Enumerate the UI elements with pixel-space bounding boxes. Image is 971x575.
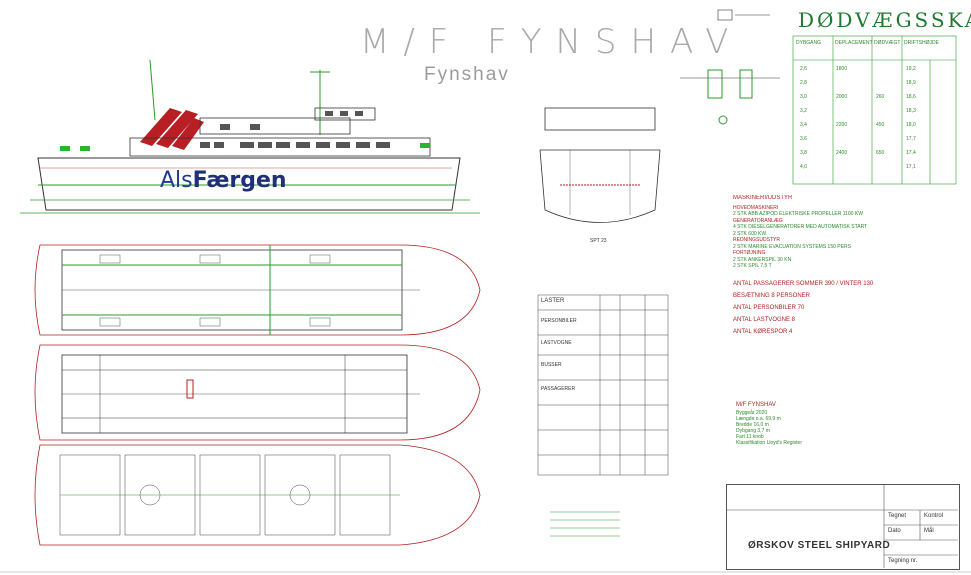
scale-col-displacement: DEPLACEMENT <box>835 40 873 46</box>
scale-table-title: DØDVÆGSSKALA <box>798 8 971 32</box>
scale-cell: 650 <box>876 150 885 156</box>
capacity-line: ANTAL PASSAGERER SOMMER 390 / VINTER 130 <box>733 280 874 287</box>
profile-view <box>20 59 480 214</box>
scale-rows: 2,6 1800 19,2 2,8 18,9 3,0 2000 260 18,6… <box>796 66 956 186</box>
scale-cell: 2000 <box>836 94 848 100</box>
deck-plan-car-deck <box>34 344 481 441</box>
brand-prefix: Als <box>160 168 193 193</box>
notes-line: 2 STK 600 KW <box>733 230 767 237</box>
scale-cell: 260 <box>876 94 885 100</box>
scale-cell: 19,2 <box>906 66 916 72</box>
notes-line: HOVEDMASKINERI <box>733 204 779 211</box>
scale-col-deadweight: DØDVÆGT <box>874 40 901 46</box>
scale-cell: 2,6 <box>800 66 807 72</box>
spec-line: Fart 11 knob <box>736 434 764 440</box>
spec-line: Dybgang 3,7 m <box>736 428 770 434</box>
title-block-field: Dato <box>888 528 901 534</box>
notes-line: 4 STK DIESELGENERATORER MED AUTOMATISK S… <box>733 224 868 230</box>
scale-cell: 4,0 <box>800 164 807 170</box>
scale-cell: 18,3 <box>906 108 916 114</box>
scale-cell: 450 <box>876 122 885 128</box>
notes-line: GENERATORANLÆG <box>733 217 783 224</box>
scale-cell: 3,6 <box>800 136 807 142</box>
notes-line: 2 STK SPIL 7,5 T <box>733 263 772 269</box>
capacity-line: ANTAL KØRESPOR 4 <box>733 328 793 335</box>
notes-line: 2 STK ANKERSPIL 30 KN <box>733 256 792 263</box>
notes-line: 2 STK MARINE EVACUATION SYSTEMS 150 PERS <box>733 243 851 250</box>
load-table-row: PERSONBILER <box>541 318 577 324</box>
notes-line: REDNINGSUDSTYR <box>733 237 780 243</box>
scale-cell: 17,7 <box>906 136 916 142</box>
scale-cell: 17,4 <box>906 150 916 156</box>
notes-heading: MASKINERI/UDSTYR <box>733 195 793 201</box>
capacity-line: BESÆTNING 8 PERSONER <box>733 292 811 299</box>
capacity-line: ANTAL PERSONBILER 70 <box>733 304 805 311</box>
deck-plan-lower <box>34 444 481 546</box>
scale-cell: 17,1 <box>906 164 916 170</box>
brand-name: Færgen <box>192 168 287 193</box>
scale-cell: 3,8 <box>800 150 807 156</box>
spec-line: Bredde 16,0 m <box>736 422 769 428</box>
scale-cell: 18,0 <box>906 122 916 128</box>
midship-section <box>539 107 661 223</box>
deadweight-scale-grid <box>792 35 957 185</box>
load-table-row: BUSSER <box>541 362 562 368</box>
title-block-field: Tegning nr. <box>888 558 918 564</box>
ship-brand-logo: AlsFærgen <box>160 168 287 193</box>
detail-sketch <box>680 9 780 125</box>
scale-cell: 2200 <box>836 122 848 128</box>
scale-cell: 3,2 <box>800 108 807 114</box>
scale-cell: 3,0 <box>800 94 807 100</box>
ship-specification: M/F FYNSHAV Byggeår 2020 Længde o.a. 69,… <box>736 402 916 446</box>
title-block-field: Kontrol <box>924 513 944 519</box>
load-table-grid <box>537 294 669 476</box>
machinery-notes: MASKINERI/UDSTYR HOVEDMASKINERI 2 STK AB… <box>733 195 953 338</box>
scale-cell: 18,9 <box>906 80 916 86</box>
title-block-field: Mål <box>924 528 934 534</box>
scale-cell: 1800 <box>836 66 848 72</box>
load-table-row: PASSAGERER <box>541 386 576 392</box>
load-table-heading: LASTER <box>541 298 565 304</box>
load-table-row: LASTVOGNE <box>541 340 572 346</box>
title-block-grid <box>726 484 958 568</box>
spec-line: Længde o.a. 69,9 m <box>736 416 781 422</box>
spec-line: Byggeår 2020 <box>736 410 768 416</box>
shipyard-name: ØRSKOV STEEL SHIPYARD <box>748 540 891 551</box>
title-block <box>726 484 960 570</box>
scale-cell: 2,8 <box>800 80 807 86</box>
deck-plan-upper <box>34 244 481 336</box>
notes-line: 2 STK ABB AZIPOD ELEKTRISKE PROPELLER 11… <box>733 211 863 217</box>
scale-col-freeboard: DRIFTSHØJDE <box>904 40 939 46</box>
scale-cell: 2400 <box>836 150 848 156</box>
drawing-subtitle: Fynshav <box>424 64 510 85</box>
section-label: SPT 23 <box>590 238 607 244</box>
capacity-line: ANTAL LASTVOGNE 8 <box>733 316 796 323</box>
scale-col-draft: DYBGANG <box>796 40 822 46</box>
spec-line: Klassifikation Lloyd's Register <box>736 440 802 446</box>
spec-heading: M/F FYNSHAV <box>736 402 776 408</box>
scale-cell: 3,4 <box>800 122 807 128</box>
scale-legend-lines <box>550 511 620 537</box>
title-block-field: Tegnet <box>888 513 907 519</box>
scale-cell: 18,6 <box>906 94 916 100</box>
notes-line: FORTØJNING <box>733 250 766 256</box>
drawing-title: M/F FYNSHAV <box>360 22 743 62</box>
